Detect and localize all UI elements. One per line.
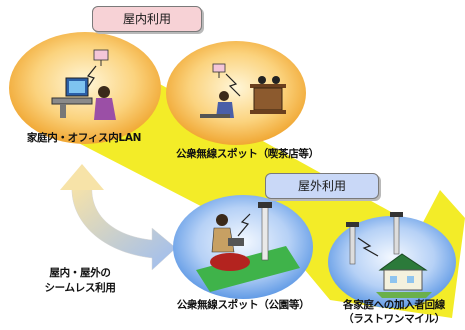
office-worker-icon [51, 49, 116, 120]
seamless-caption: 屋内・屋外の シームレス利用 [30, 266, 130, 296]
home-caption: 各家庭への加入者回線 （ラストワンマイル） [320, 298, 465, 326]
home-caption-line1: 各家庭への加入者回線 [343, 299, 445, 311]
seamless-arrow [60, 164, 177, 271]
park-user-icon [196, 202, 300, 292]
seamless-caption-line1: 屋内・屋外の [49, 267, 111, 279]
park-ellipse [173, 195, 313, 299]
park-caption: 公衆無線スポット（公園等） [176, 299, 310, 311]
house-icon [346, 212, 432, 298]
seamless-caption-line2: シームレス利用 [44, 282, 116, 294]
home-caption-line2: （ラストワンマイル） [343, 313, 445, 325]
outdoor-use-tag: 屋外利用 [265, 173, 379, 199]
lan-caption: 家庭内・オフィス内LAN [26, 132, 142, 144]
cafe-ellipse [166, 41, 306, 145]
indoor-use-tag: 屋内利用 [92, 6, 202, 32]
cafe-caption: 公衆無線スポット（喫茶店等） [176, 148, 319, 160]
cafe-scene-icon [200, 63, 286, 118]
